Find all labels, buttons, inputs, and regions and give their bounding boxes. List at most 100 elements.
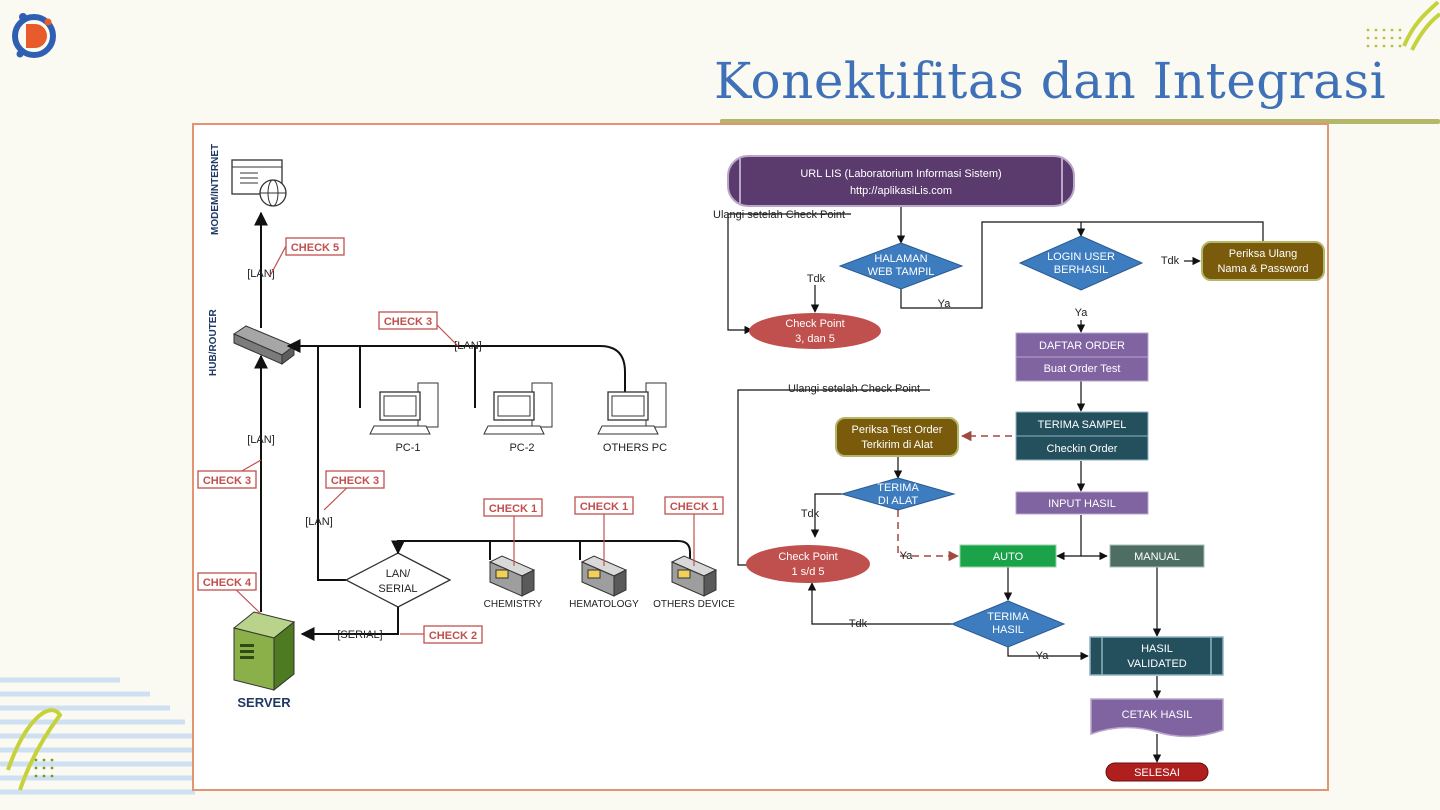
check-1-others-box: CHECK 1 <box>664 496 724 515</box>
svg-text:CHECK 2: CHECK 2 <box>429 630 477 642</box>
svg-text:TERIMA SAMPEL: TERIMA SAMPEL <box>1038 419 1127 431</box>
link-pcs-router <box>286 339 626 395</box>
svg-text:BERHASIL: BERHASIL <box>1054 264 1108 276</box>
manual-box: MANUAL <box>1109 544 1205 568</box>
decor-top-right-icon <box>1366 0 1440 51</box>
checkpoint-1-5-oval: Check Point 1 s/d 5 <box>746 545 870 583</box>
side-label-modem: MODEM/INTERNET <box>210 144 221 235</box>
title-underline <box>720 119 1440 124</box>
device-label: CHEMISTRY <box>484 599 543 610</box>
periksa-ulang-box: Periksa Ulang Nama & Password <box>1201 241 1325 281</box>
svg-text:HASIL: HASIL <box>1141 643 1173 655</box>
svg-text:CHECK 3: CHECK 3 <box>384 316 432 328</box>
ya-label: Ya <box>938 298 952 310</box>
svg-text:INPUT HASIL: INPUT HASIL <box>1048 498 1116 510</box>
svg-text:Periksa Ulang: Periksa Ulang <box>1229 248 1297 260</box>
svg-text:CHECK 3: CHECK 3 <box>203 475 251 487</box>
pc-label: PC-1 <box>395 442 420 454</box>
svg-text:CHECK 5: CHECK 5 <box>291 242 339 254</box>
device-label: OTHERS DEVICE <box>653 599 735 610</box>
ya-label: Ya <box>1075 307 1089 319</box>
svg-text:Periksa Test Order: Periksa Test Order <box>852 424 943 436</box>
check-1-hematology-box: CHECK 1 <box>574 496 634 515</box>
check-5-box: CHECK 5 <box>285 237 345 256</box>
check-2-box: CHECK 2 <box>423 625 483 644</box>
lan-label: [LAN] <box>454 340 482 352</box>
svg-text:TERIMA: TERIMA <box>987 611 1029 623</box>
link-devices-switch <box>391 540 691 567</box>
page-title: Konektifitas dan Integrasi <box>714 52 1387 110</box>
switch-label: LAN/ <box>386 568 411 580</box>
input-hasil-box: INPUT HASIL <box>1015 491 1149 515</box>
auto-box: AUTO <box>959 544 1057 568</box>
svg-text:Check Point: Check Point <box>778 551 837 563</box>
checkpoint-3-5-oval: Check Point 3, dan 5 <box>749 313 881 349</box>
svg-text:DAFTAR ORDER: DAFTAR ORDER <box>1039 340 1125 352</box>
tdk-label: Tdk <box>807 273 826 285</box>
retry-label-top: Ulangi setelah Check Point <box>713 209 845 221</box>
lan-serial-switch <box>344 552 452 608</box>
pc-1-icon <box>369 382 439 435</box>
svg-text:1 s/d 5: 1 s/d 5 <box>791 566 824 578</box>
serial-label: [SERIAL] <box>337 629 382 641</box>
ya-label: Ya <box>900 550 914 562</box>
hasil-validated-box: HASIL VALIDATED <box>1089 636 1224 676</box>
side-label-hub: HUB/ROUTER <box>208 309 219 376</box>
dashed-arrow <box>897 510 960 562</box>
svg-text:Buat Order Test: Buat Order Test <box>1044 363 1121 375</box>
svg-text:CHECK 4: CHECK 4 <box>203 577 252 589</box>
svg-text:VALIDATED: VALIDATED <box>1127 658 1187 670</box>
periksa-test-order-box: Periksa Test Order Terkirim di Alat <box>835 417 959 457</box>
brand-logo-icon <box>12 13 56 58</box>
svg-text:Checkin Order: Checkin Order <box>1047 443 1118 455</box>
svg-text:DI ALAT: DI ALAT <box>878 495 918 507</box>
tdk-label: Tdk <box>801 508 820 520</box>
pc-2-icon <box>483 382 553 435</box>
check-4-box: CHECK 4 <box>197 572 257 591</box>
halaman-web-decision: HALAMAN WEB TAMPIL <box>838 242 964 290</box>
svg-text:CHECK 1: CHECK 1 <box>670 501 718 513</box>
daftar-order-box: DAFTAR ORDER Buat Order Test <box>1015 332 1149 382</box>
terima-di-alat-decision: TERIMA DI ALAT <box>840 477 956 511</box>
ya-label: Ya <box>1036 650 1050 662</box>
check-3-top-box: CHECK 3 <box>378 311 438 330</box>
retry-label-mid: Ulangi setelah Check Point <box>788 383 920 395</box>
svg-text:Nama & Password: Nama & Password <box>1217 263 1308 275</box>
svg-text:HALAMAN: HALAMAN <box>874 253 927 265</box>
selesai-terminator: SELESAI <box>1105 762 1209 782</box>
device-label: HEMATOLOGY <box>569 599 639 610</box>
check-1-chemistry-box: CHECK 1 <box>483 498 543 517</box>
svg-text:LOGIN USER: LOGIN USER <box>1047 251 1115 263</box>
svg-text:Check Point: Check Point <box>785 318 844 330</box>
check-3-left-box: CHECK 3 <box>197 470 257 489</box>
url-lis-box: URL LIS (Laboratorium Informasi Sistem) … <box>727 155 1075 207</box>
lan-label: [LAN] <box>247 268 275 280</box>
svg-text:CHECK 3: CHECK 3 <box>331 475 379 487</box>
switch-label: SERIAL <box>378 583 417 595</box>
check-3-mid-box: CHECK 3 <box>325 470 385 489</box>
svg-text:SELESAI: SELESAI <box>1134 767 1180 779</box>
svg-text:AUTO: AUTO <box>993 551 1024 563</box>
decor-bottom-left-icon <box>0 677 195 795</box>
svg-text:http://aplikasiLis.com: http://aplikasiLis.com <box>850 185 952 197</box>
svg-text:CETAK HASIL: CETAK HASIL <box>1122 709 1193 721</box>
svg-text:HASIL: HASIL <box>992 624 1024 636</box>
link-switch-server <box>300 607 399 641</box>
internet-icon <box>231 159 287 207</box>
terima-hasil-decision: TERIMA HASIL <box>950 600 1066 648</box>
server-icon <box>232 611 296 692</box>
svg-text:3, dan 5: 3, dan 5 <box>795 333 835 345</box>
lan-label: [LAN] <box>247 434 275 446</box>
cetak-hasil-box: CETAK HASIL <box>1090 698 1224 738</box>
router-icon <box>232 325 295 365</box>
pc-label: PC-2 <box>509 442 534 454</box>
pc-label: OTHERS PC <box>603 442 667 454</box>
link-switch-router <box>317 346 346 581</box>
svg-text:TERIMA: TERIMA <box>877 482 919 494</box>
terima-sampel-box: TERIMA SAMPEL Checkin Order <box>1015 411 1149 461</box>
svg-text:CHECK 1: CHECK 1 <box>489 503 537 515</box>
lan-label: [LAN] <box>305 516 333 528</box>
login-user-decision: LOGIN USER BERHASIL <box>1018 235 1144 291</box>
others-pc-icon <box>597 382 667 435</box>
